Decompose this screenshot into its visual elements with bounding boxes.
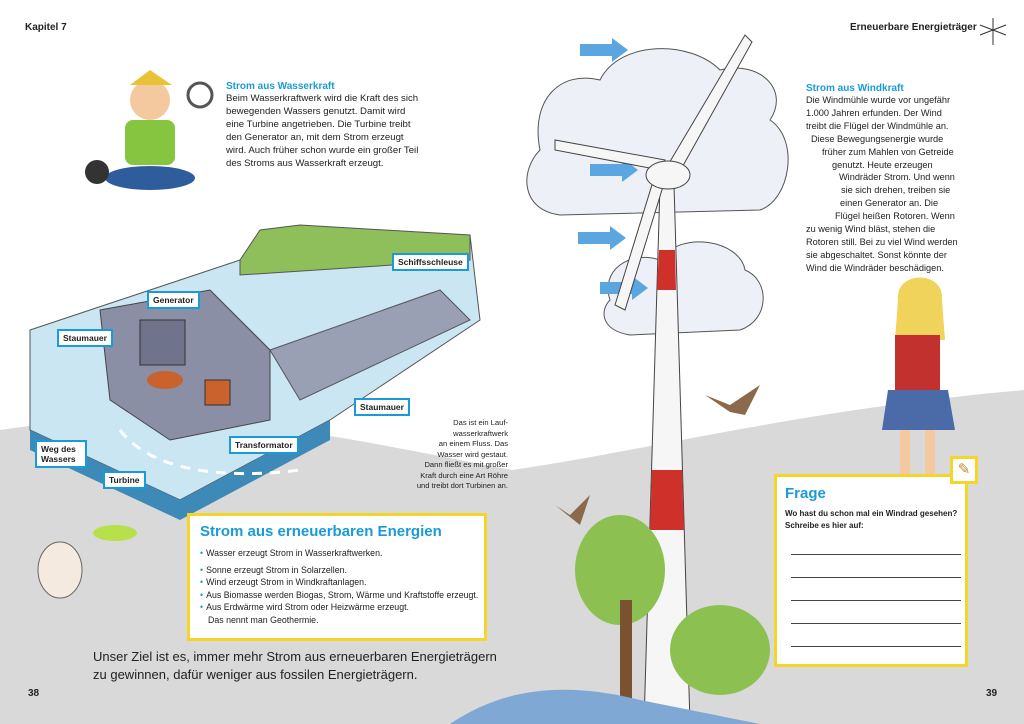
- text-line: Rotoren still. Bei zu viel Wind werden: [806, 236, 958, 247]
- pencil-icon: ✎: [950, 456, 978, 484]
- label-generator: Generator: [147, 291, 200, 309]
- goal-statement: Unser Ziel ist es, immer mehr Strom aus …: [93, 648, 497, 684]
- text-line: Windräder Strom. Und wenn: [839, 172, 955, 183]
- wind-turbine-illustration: [554, 34, 753, 724]
- goal-line: Unser Ziel ist es, immer mehr Strom aus …: [93, 649, 497, 664]
- caption-line: Kraft durch eine Art Röhre: [420, 470, 508, 480]
- geothermie-note: Das nennt man Geothermie.: [208, 614, 319, 625]
- text-line: sie abgeschaltet. Sonst könnte der: [806, 249, 947, 260]
- boy-with-magnifier-illustration: [85, 70, 214, 190]
- list-item: Wind erzeugt Strom in Windkraftanlagen.: [200, 576, 474, 589]
- question-line: Wo hast du schon mal ein Windrad gesehen…: [785, 509, 958, 518]
- water-title: Strom aus Wasserkraft: [226, 81, 335, 92]
- birds-illustration: [555, 385, 760, 525]
- topic-label: Erneuerbare Energieträger: [850, 22, 977, 33]
- text-line: genutzt. Heute erzeugen: [832, 159, 933, 170]
- answer-line[interactable]: [791, 578, 961, 601]
- renewables-title: Strom aus erneuerbaren Energien: [200, 523, 442, 540]
- page-number-left: 38: [28, 688, 40, 699]
- label-staumauer-2: Staumauer: [354, 398, 410, 416]
- girl-waving-illustration: [882, 277, 955, 490]
- answer-line[interactable]: [791, 532, 961, 555]
- page-number-right: 39: [986, 688, 998, 699]
- list-item: Aus Erdwärme wird Strom oder Heizwärme e…: [200, 601, 474, 614]
- diagram-caption: Das ist ein Lauf- wasserkraftwerk an ein…: [380, 418, 508, 492]
- text-line: bewegenden Wassers genutzt. Damit wird: [226, 106, 406, 117]
- dog-frisbee-illustration: [37, 525, 137, 599]
- caption-line: wasserkraftwerk: [453, 428, 508, 438]
- list-item: Sonne erzeugt Strom in Solarzellen.: [200, 564, 474, 577]
- frage-title: Frage: [785, 485, 826, 502]
- text-line: eine Turbine angetrieben. Die Turbine tr…: [226, 119, 411, 130]
- caption-line: Dann fließt es mit großer: [424, 460, 508, 469]
- list-item: Aus Biomasse werden Biogas, Strom, Wärme…: [200, 589, 478, 602]
- label-weg-des-wassers: Weg des Wassers: [35, 440, 87, 468]
- caption-line: und treibt dort Turbinen an.: [416, 481, 508, 490]
- text-line: sie sich drehen, treiben sie: [841, 185, 951, 196]
- renewables-box: Strom aus erneuerbaren Energien Wasser e…: [187, 513, 487, 641]
- goal-line: zu gewinnen, dafür weniger aus fossilen …: [93, 667, 418, 682]
- label-schiffsschleuse: Schiffsschleuse: [392, 253, 469, 271]
- wind-title: Strom aus Windkraft: [806, 83, 904, 94]
- text-line: des Stroms aus Wasserkraft erzeugt.: [226, 158, 384, 169]
- chapter-label: Kapitel 7: [25, 22, 67, 33]
- text-line: zu wenig Wind bläst, stehen die: [806, 224, 936, 235]
- text-line: 1.000 Jahren erfunden. Der Wind: [806, 107, 942, 118]
- text-line: Diese Bewegungsenergie wurde: [811, 133, 944, 144]
- caption-line: Das ist ein Lauf-: [453, 418, 508, 427]
- list-item: Wasser erzeugt Strom in Wasserkraftwerke…: [200, 547, 474, 560]
- text-line: Flügel heißen Rotoren. Wenn: [835, 211, 955, 222]
- water-section: Strom aus Wasserkraft Beim Wasserkraftwe…: [226, 81, 418, 170]
- text-line: wird. Auch früher schon wurde ein großer…: [226, 145, 419, 156]
- answer-line[interactable]: [791, 555, 961, 578]
- text-line: einen Generator an. Die: [840, 198, 939, 209]
- answer-line[interactable]: [791, 601, 961, 624]
- text-line: Beim Wasserkraftwerk wird die Kraft des …: [226, 93, 419, 104]
- text-line: früher zum Mahlen von Getreide: [822, 146, 954, 157]
- caption-line: Wasser wird gestaut.: [437, 449, 508, 459]
- wind-section: Strom aus Windkraft Die Windmühle wurde …: [806, 83, 958, 275]
- text-line: Wind die Windräder beschädigen.: [806, 262, 944, 273]
- text-line: Die Windmühle wurde vor ungefähr: [806, 95, 951, 105]
- question-line: Schreibe es hier auf:: [785, 521, 864, 530]
- label-transformator: Transformator: [229, 436, 299, 454]
- label-turbine: Turbine: [103, 471, 146, 489]
- text-line: den Generator an, mit dem Strom erzeugt: [226, 132, 404, 143]
- caption-line: an einem Fluss. Das: [438, 439, 508, 448]
- label-staumauer: Staumauer: [57, 329, 113, 347]
- frage-box: Frage Wo hast du schon mal ein Windrad g…: [774, 474, 968, 667]
- text-line: treibt die Flügel der Windmühle an.: [806, 120, 949, 131]
- windmill-logo: [979, 18, 1007, 45]
- answer-line[interactable]: [791, 624, 961, 647]
